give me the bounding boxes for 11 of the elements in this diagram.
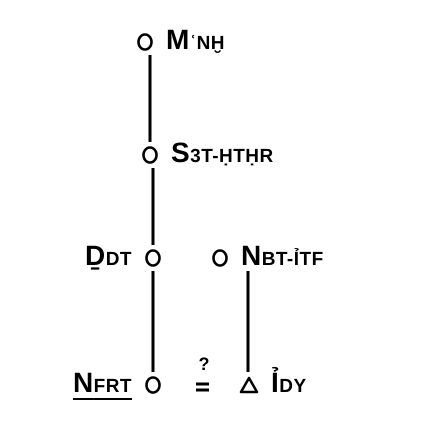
person-name: S3T-ḤTḤR bbox=[171, 140, 274, 170]
descent-line bbox=[152, 168, 154, 245]
person-name: MʿNḪ bbox=[166, 27, 226, 57]
descent-line bbox=[152, 271, 154, 372]
person-name: ḎDT bbox=[85, 243, 132, 273]
descent-line bbox=[148, 55, 152, 142]
marriage-line bbox=[194, 382, 210, 392]
person-name: NFRT bbox=[72, 370, 132, 400]
descent-line bbox=[246, 271, 250, 372]
person-name: NBT-ỈTF bbox=[241, 243, 324, 273]
edge-label: ? bbox=[198, 355, 210, 373]
